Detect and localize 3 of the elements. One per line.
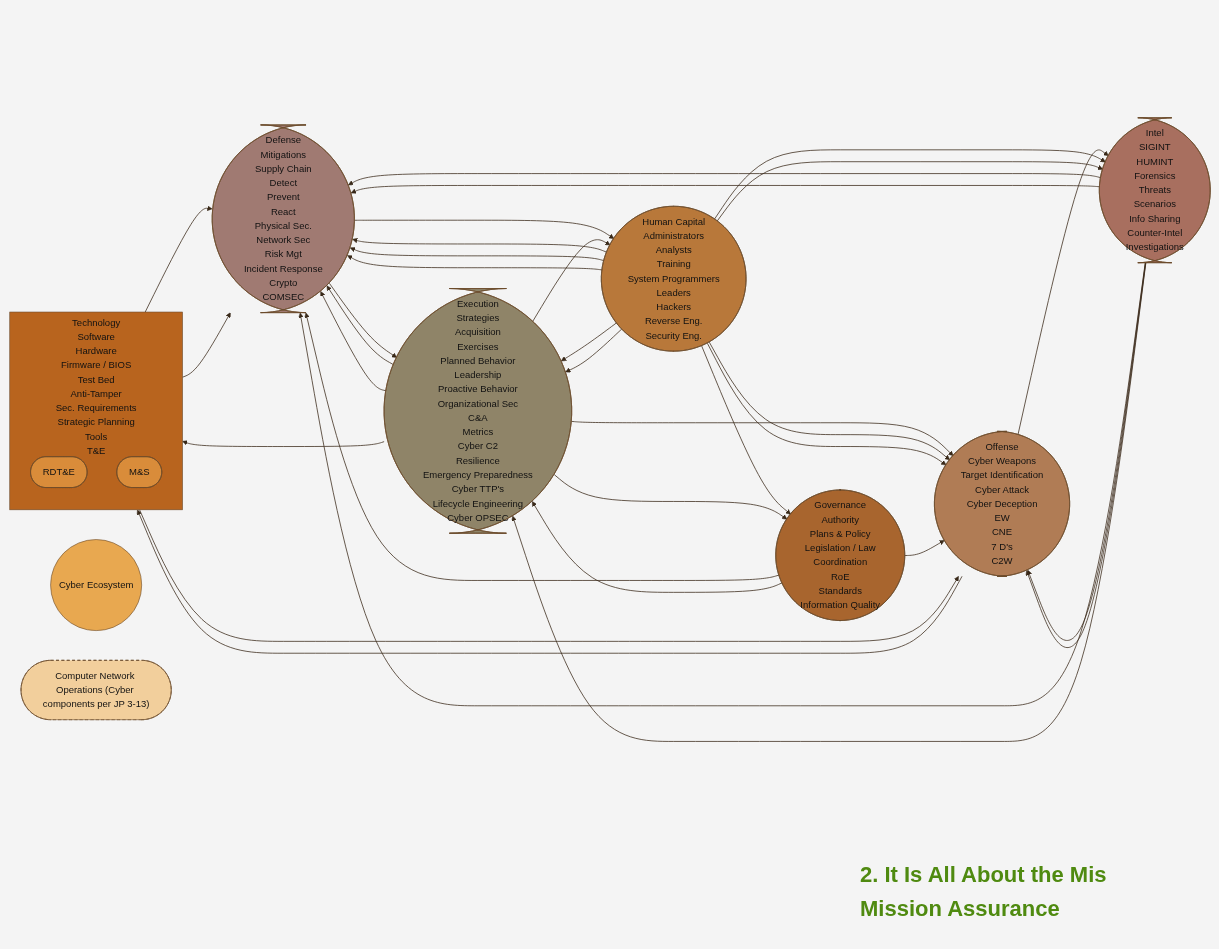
slide-heading: Mission Assurance <box>860 896 1061 922</box>
node-circle: Cyber Ecosystem <box>49 539 142 632</box>
slide-heading: 2. It Is All About the Mis <box>860 862 1107 888</box>
